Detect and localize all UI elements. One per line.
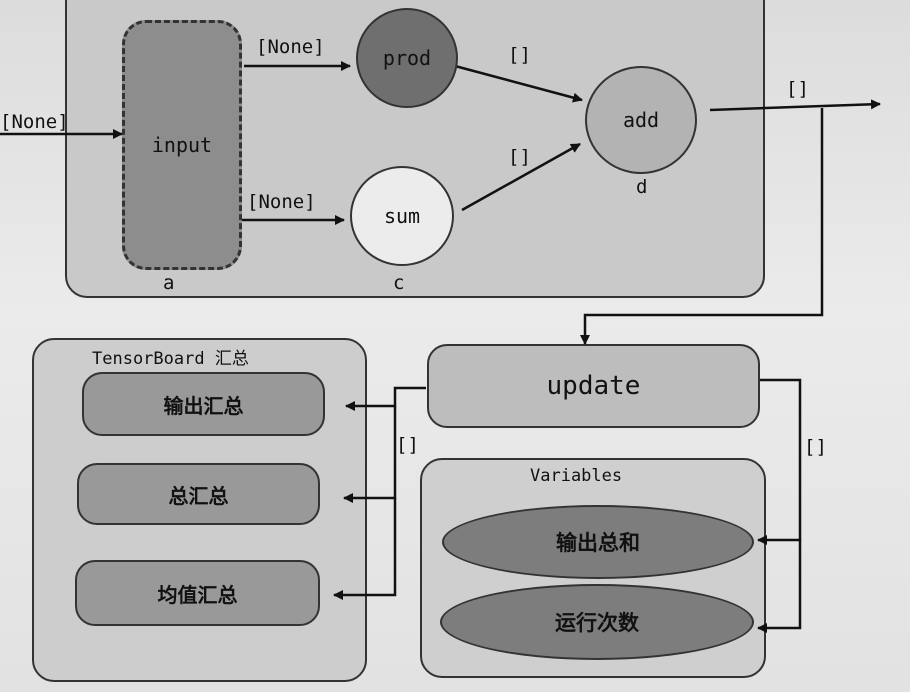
edge-add-to-update	[580, 108, 824, 345]
summary-mean[interactable]: 均值汇总	[75, 560, 320, 626]
add-node-label: add	[622, 108, 660, 132]
add-node-name: d	[636, 176, 648, 198]
add-node[interactable]: add	[585, 66, 697, 174]
edge-add-out	[709, 99, 881, 112]
prod-node[interactable]: prod	[356, 8, 458, 108]
edge-update-to-output-summary	[345, 386, 426, 411]
tensorboard-panel-title: TensorBoard 汇总	[92, 349, 249, 369]
edge-label-into-input: [None]	[0, 111, 69, 133]
sum-node-name: c	[393, 272, 405, 294]
edge-update-to-mean-summary	[333, 498, 397, 600]
edge-label-prod-to-add: []	[508, 44, 531, 66]
edge-update-to-output-sum	[757, 378, 802, 545]
input-node[interactable]: input	[122, 20, 242, 270]
update-node-box[interactable]	[427, 344, 760, 428]
edge-label-update-to-summaries: []	[396, 434, 419, 456]
edge-label-sum-to-add: []	[508, 146, 531, 168]
variable-run-count[interactable]: 运行次数	[440, 584, 754, 660]
edge-label-update-to-variables: []	[804, 436, 827, 458]
sum-node[interactable]: sum	[350, 166, 454, 266]
input-node-name: a	[163, 272, 175, 294]
edge-sum-to-add	[461, 142, 581, 212]
edge-label-add-out: []	[786, 78, 809, 100]
prod-node-label: prod	[382, 46, 432, 70]
input-node-label: input	[151, 133, 213, 157]
summary-total[interactable]: 总汇总	[77, 463, 320, 525]
edge-prod-to-add	[454, 64, 583, 103]
edge-update-to-run-count	[757, 540, 802, 633]
update-node-label: update	[546, 371, 641, 401]
summary-output[interactable]: 输出汇总	[82, 372, 325, 436]
edge-update-to-total-summary	[343, 406, 397, 503]
edge-label-input-to-sum: [None]	[247, 191, 316, 213]
sum-node-label: sum	[383, 204, 421, 228]
variable-output-sum[interactable]: 输出总和	[442, 505, 754, 579]
edge-label-input-to-prod: [None]	[256, 36, 325, 58]
variables-panel-title: Variables	[530, 466, 623, 486]
